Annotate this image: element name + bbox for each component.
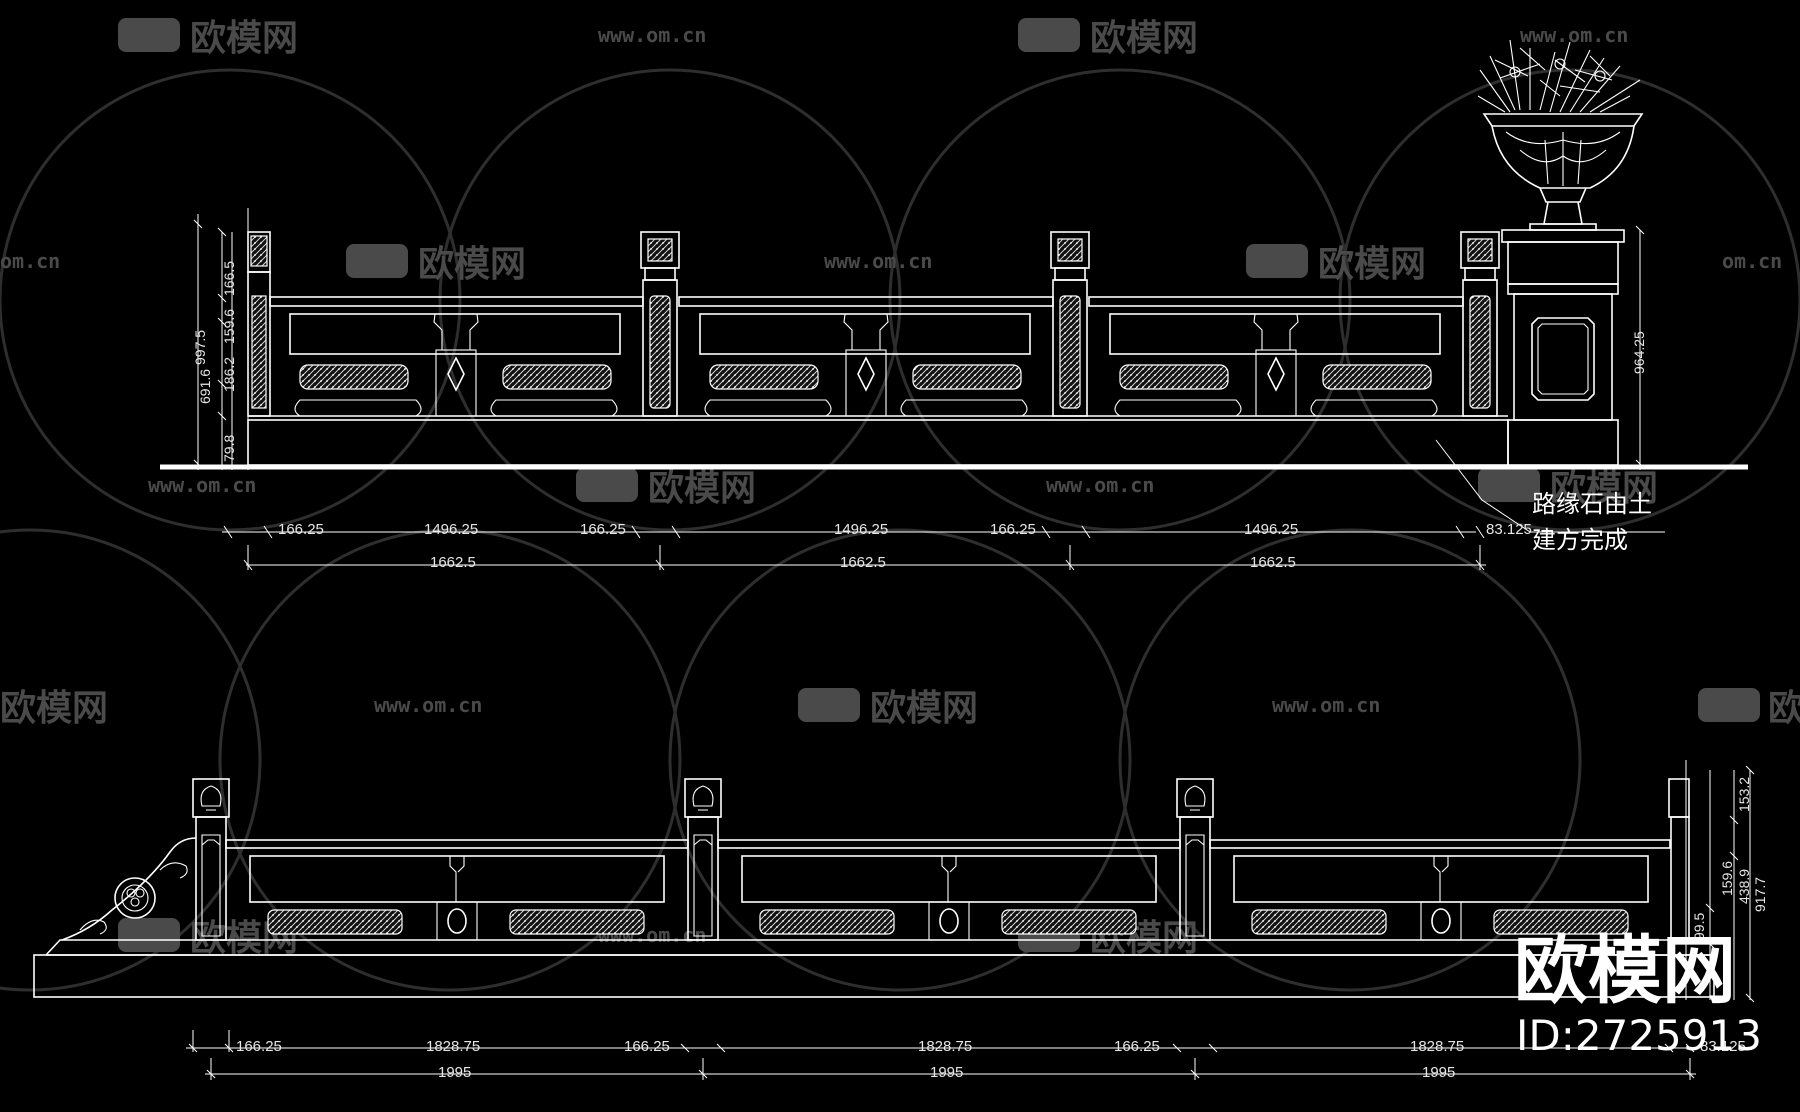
note-line-1: 路缘石由土: [1532, 490, 1652, 518]
dim-lower-v-1: 153.2: [1736, 777, 1752, 812]
dim-upper-r2-1: 1662.5: [430, 554, 476, 571]
upper-dims-vertical-right: 964.25: [1631, 225, 1647, 470]
watermark-brand-text: 欧模网: [1550, 468, 1658, 509]
post-1: [640, 231, 680, 417]
planter-urn: [1477, 39, 1644, 231]
watermark-brand-text: 欧模网: [870, 688, 978, 729]
watermark-url: www.om.cn: [148, 473, 256, 497]
dim-upper-r1-1: 166.25: [278, 521, 324, 538]
post-2: [1050, 231, 1090, 417]
watermark-brand-text: 欧模网: [1318, 244, 1426, 285]
dim-lower-r1-6: 1828.75: [1410, 1038, 1464, 1055]
planter-pedestal: [1501, 229, 1625, 466]
lower-post-2: [684, 778, 722, 941]
dim-upper-r1-3: 166.25: [580, 521, 626, 538]
dim-lower-v-2: 917.7: [1752, 877, 1768, 912]
watermark-url: www.om.cn: [374, 693, 482, 717]
lower-dims-row1: 166.25 1828.75 166.25 1828.75 166.25 182…: [186, 1030, 1746, 1055]
lower-panel-2: [717, 839, 1181, 941]
dim-upper-r2-3: 1662.5: [1250, 554, 1296, 571]
dim-lower-r1-5: 166.25: [1114, 1038, 1160, 1055]
watermark-brand-3: 欧模网: [346, 244, 526, 285]
note-leader: [1435, 439, 1665, 533]
upper-dims-row2: 1662.5 1662.5 1662.5: [243, 545, 1486, 571]
dim-lower-v-5: 99.5: [1691, 913, 1707, 940]
watermark-brand-fragment: 欧模网: [0, 688, 108, 729]
panel-2: [678, 296, 1054, 417]
watermark-brand-2: 欧模网: [1018, 18, 1198, 59]
watermark-brand-7: 欧模网: [798, 688, 978, 729]
dim-upper-v-3: 166.5: [221, 261, 237, 296]
watermark-brand-1: 欧模网: [118, 18, 298, 59]
watermark-url: www.om.cn: [598, 23, 706, 47]
dim-upper-r1-5: 166.25: [990, 521, 1036, 538]
lower-panel-1: [225, 839, 689, 941]
watermark-url: www.om.cn: [824, 249, 932, 273]
dim-lower-r1-7: 83.125: [1700, 1038, 1746, 1055]
watermark-brand-text: 欧模网: [1090, 18, 1198, 59]
dim-upper-r1-7: 83.125: [1486, 521, 1532, 538]
railing-plinth: [247, 419, 1509, 466]
dim-lower-v-4: 159.6: [1719, 861, 1735, 896]
watermark-brand-4: 欧模网: [1246, 244, 1426, 285]
watermark-brand-text: 欧模网: [418, 244, 526, 285]
dim-lower-v-3: 438.9: [1736, 869, 1752, 904]
lower-panel-3: [1209, 839, 1671, 941]
brand-logo-text: 欧模网: [1514, 928, 1736, 1014]
note-line-2: 建方完成: [1532, 526, 1628, 554]
watermark-url: www.om.cn: [1272, 693, 1380, 717]
upper-dims-vertical-left: 997.5 691.6 166.5 159.6 186.2 79.8: [192, 208, 249, 470]
watermark-brand-text: 欧模网: [190, 18, 298, 59]
watermark-brand-5: 欧模网: [576, 468, 756, 509]
lower-railing-elevation: 166.25 1828.75 166.25 1828.75 166.25 182…: [33, 760, 1768, 1081]
brand-id-text: ID:2725913: [1516, 1011, 1762, 1060]
dim-upper-v-2: 691.6: [197, 369, 213, 404]
scroll-end-ornament: [61, 837, 197, 941]
dim-upper-r1-2: 1496.25: [424, 521, 478, 538]
dim-upper-v-right: 964.25: [1631, 331, 1647, 374]
dim-lower-r2-2: 1995: [930, 1064, 963, 1081]
panel-1: [269, 296, 644, 417]
post-3: [1460, 231, 1500, 417]
watermark-brand-text: 欧模网: [648, 468, 756, 509]
lower-post-1: [192, 778, 230, 941]
dim-lower-r2-3: 1995: [1422, 1064, 1455, 1081]
watermark-brand-8: 欧模网: [1698, 688, 1800, 729]
dim-lower-r1-1: 166.25: [236, 1038, 282, 1055]
dim-upper-v-1: 997.5: [192, 330, 208, 365]
lower-dims-row2: 1995 1995 1995: [205, 1058, 1696, 1081]
upper-railing-elevation: 路缘石由土 建方完成 166.25 1496.25 166.25 1496.25…: [160, 39, 1748, 571]
watermark-arcs: [0, 68, 1800, 992]
dim-lower-r1-2: 1828.75: [426, 1038, 480, 1055]
brand-overlay: 欧模网 ID:2725913: [1514, 928, 1762, 1060]
dim-upper-v-5: 186.2: [221, 357, 237, 392]
watermark-layer: 欧模网 www.om.cn 欧模网 www.om.cn om.cn 欧模网 ww…: [0, 18, 1800, 992]
watermark-url-fragment: om.cn: [1722, 249, 1782, 273]
dim-lower-r2-1: 1995: [438, 1064, 471, 1081]
dim-upper-r1-6: 1496.25: [1244, 521, 1298, 538]
lower-post-3: [1176, 778, 1214, 941]
watermark-brand-text: 欧模网: [1768, 688, 1800, 729]
watermark-url: www.om.cn: [1520, 23, 1628, 47]
dim-lower-r1-3: 166.25: [624, 1038, 670, 1055]
panel-3: [1088, 296, 1464, 417]
dim-lower-r1-4: 1828.75: [918, 1038, 972, 1055]
post-left: [247, 231, 271, 417]
lower-post-4: [1668, 778, 1690, 941]
watermark-url: www.om.cn: [1046, 473, 1154, 497]
watermark-brand-6: 欧模网: [1478, 468, 1658, 509]
dim-upper-r1-4: 1496.25: [834, 521, 888, 538]
dim-upper-v-4: 159.6: [221, 309, 237, 344]
dim-upper-v-6: 79.8: [221, 435, 237, 462]
lower-dims-vertical-right: 153.2 917.7 438.9 159.6 99.5: [1685, 760, 1768, 1003]
planter-foliage: [1477, 39, 1641, 113]
upper-dims-row1: 166.25 1496.25 166.25 1496.25 166.25 149…: [222, 521, 1532, 539]
dim-upper-r2-2: 1662.5: [840, 554, 886, 571]
watermark-url-fragment: om.cn: [0, 249, 60, 273]
